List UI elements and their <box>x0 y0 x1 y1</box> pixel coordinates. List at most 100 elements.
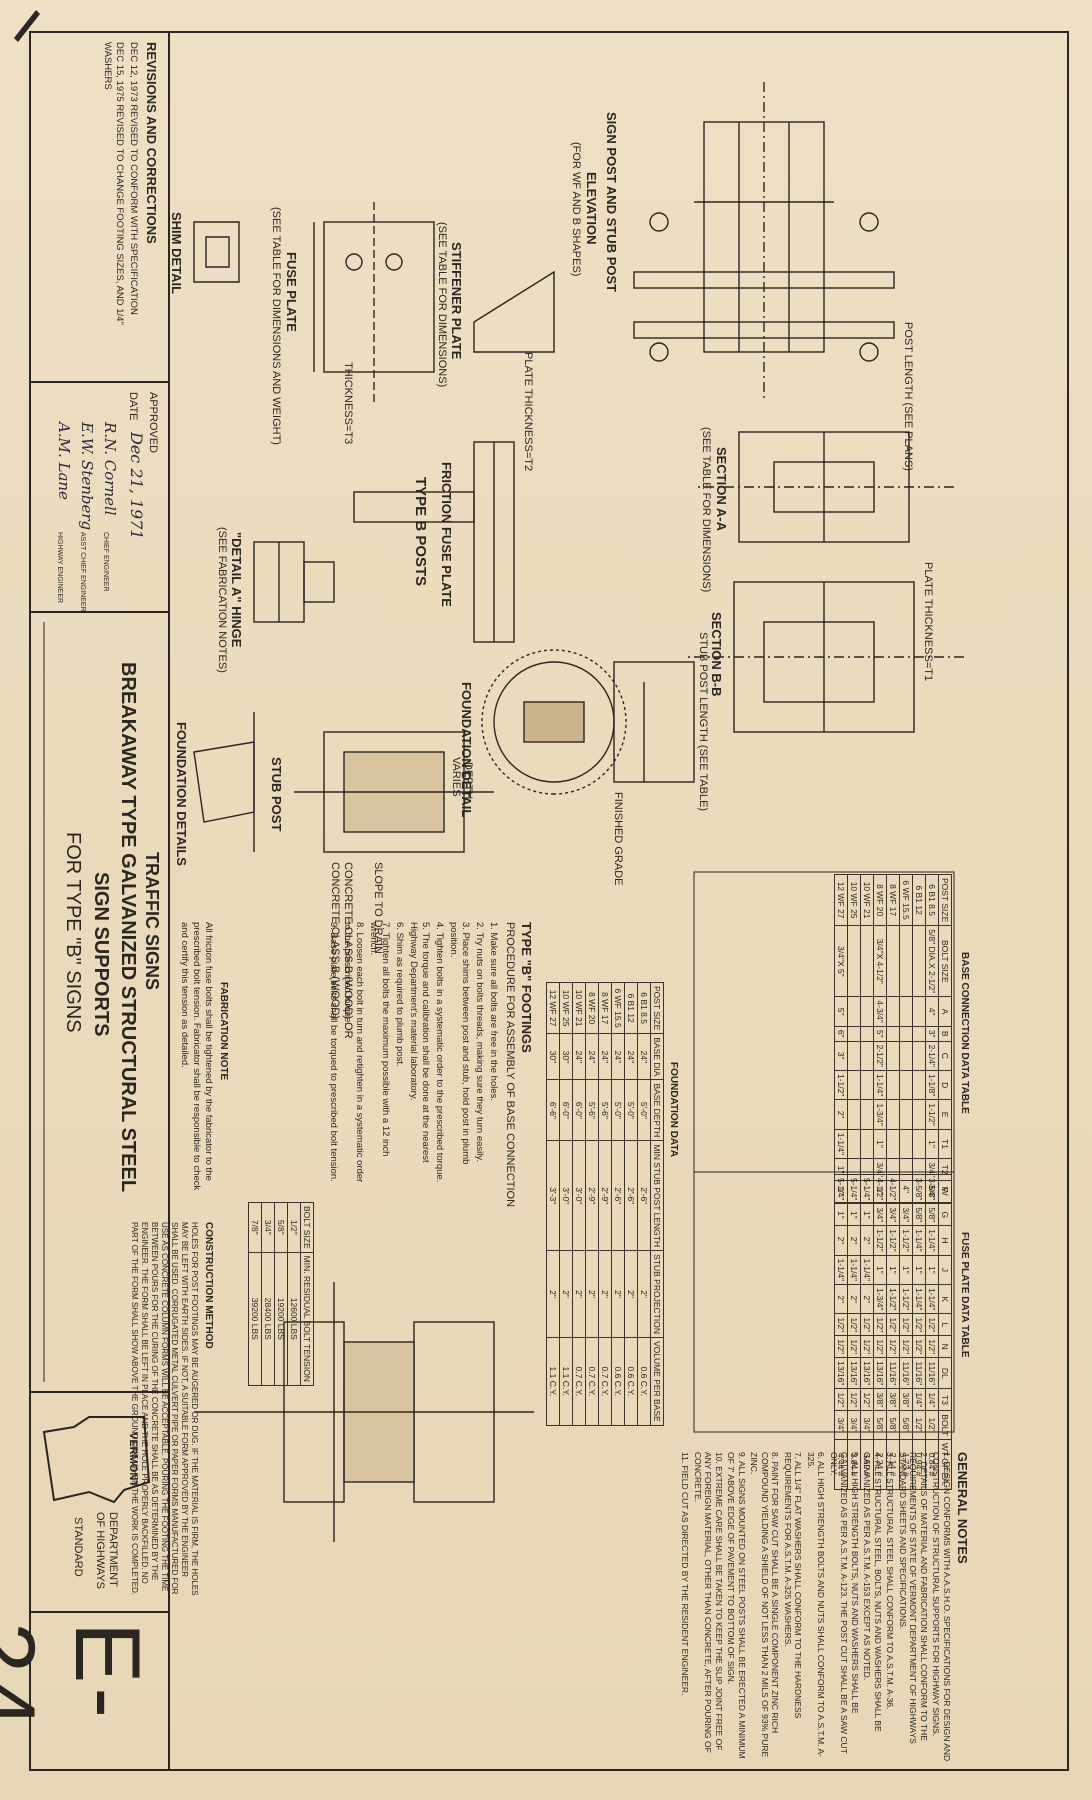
shim-detail-title: SHIM DETAIL <box>169 212 184 295</box>
fuse-table-cell: 1/2" <box>834 1313 848 1336</box>
foundation-table-cell: 24" <box>611 1033 625 1080</box>
footings-title: TYPE "B" FOOTINGS <box>519 922 534 1053</box>
base-table-cell <box>899 1041 913 1071</box>
fuse-table-cell: 13/16" <box>873 1357 887 1389</box>
fuse-table-cell: 1/2" <box>925 1335 939 1358</box>
base-table-cell <box>847 1026 861 1042</box>
fuse-table-cell: 1/2" <box>899 1313 913 1336</box>
base-table-title: BASE CONNECTION DATA TABLE <box>959 952 970 1114</box>
base-table-row: 10 WF 25 <box>847 874 861 1203</box>
fuse-table-cell: 1/2" <box>873 1335 887 1358</box>
fuse-table-cell: 3/8" <box>873 1388 887 1411</box>
bolt-table-header-cell: MIN. RESIDUAL BOLT TENSION <box>300 1252 314 1386</box>
base-table-cell <box>899 996 913 1027</box>
fuse-table-cell: 1/4" <box>912 1388 926 1411</box>
fuse-table-cell: 1/2" <box>912 1313 926 1336</box>
foundation-table-cell: 8 WF 20 <box>585 982 599 1034</box>
base-table-cell: 3/4"X 5" <box>834 925 848 997</box>
date-label: DATE <box>127 392 139 421</box>
base-table-cell: 5" <box>873 1026 887 1042</box>
base-table-cell <box>886 1026 900 1042</box>
fuse-table-cell: 1/2" <box>847 1335 861 1358</box>
foundation-table-cell: 3'-3" <box>546 1140 560 1251</box>
fuse-table-cell: 1/2" <box>912 1410 926 1440</box>
base-table-cell <box>847 1070 861 1100</box>
foundation-table-cell: 0.7 C.Y. <box>572 1337 586 1426</box>
stub-post-title: STUB POST <box>269 757 284 832</box>
base-table-cell: 8 WF 20 <box>873 874 887 926</box>
foundation-table-cell: 2" <box>585 1250 599 1338</box>
foundation-table-cell: 6 WF 15.5 <box>611 982 625 1034</box>
thickness-t3-label: THICKNESS=T3 <box>342 362 354 445</box>
revision-entries: DEC 12, 1973 REVISED TO CONFORM WITH SPE… <box>99 42 139 372</box>
general-note: 7. ALL 1/4" FLAT WASHERS SHALL CONFORM T… <box>783 1452 804 1719</box>
foundation-table-cell: 2'-9" <box>598 1140 612 1251</box>
base-table-cell <box>912 1070 926 1100</box>
footing-step: 6. Shim as required to plumb post. <box>394 922 405 1067</box>
base-table-cell: 6" <box>834 1026 848 1042</box>
fuse-table-cell: 5-1/4" <box>847 1174 861 1204</box>
fuse-table-cell: 1/2" <box>847 1388 861 1411</box>
foundation-table-header-cell: VOLUME PER BASE <box>650 1337 664 1426</box>
agency-standard: STANDARD <box>72 1517 84 1577</box>
fuse-table-cell: 1-1/2" <box>873 1225 887 1256</box>
base-table-cell: 2" <box>834 1099 848 1130</box>
base-table-row: 8 WF 17 <box>886 874 900 1203</box>
base-table-cell: 1" <box>925 1129 939 1159</box>
fuse-table-cell: 2" <box>860 1225 874 1256</box>
foundation-table-cell: 0.6 C.Y. <box>611 1337 625 1426</box>
fuse-table-header-cell: N <box>938 1335 952 1358</box>
stiffener-plate-subtitle: (SEE TABLE FOR DIMENSIONS) <box>436 222 448 388</box>
foundation-table-cell: 2" <box>624 1250 638 1338</box>
fuse-table-cell: 5-1/4" <box>860 1174 874 1204</box>
general-note: 4. ALL STRUCTURAL STEEL, BOLTS, NUTS AND… <box>862 1452 884 1732</box>
bolt-table-row: 3/4"28400 LBS <box>261 1202 275 1386</box>
fuse-table-cell: 1" <box>899 1255 913 1285</box>
fuse-table-cell: 11/16" <box>886 1357 900 1389</box>
foundation-table-header-cell: BASE DIA <box>650 1033 664 1080</box>
fuse-table-cell: 1-1/2" <box>886 1284 900 1314</box>
base-table-cell: 3" <box>925 1026 939 1042</box>
base-table-cell <box>860 1026 874 1042</box>
fuse-table-cell: 3-5/8" <box>925 1174 939 1204</box>
fuse-table-cell: 1" <box>860 1203 874 1226</box>
base-table-header-cell: BOLT SIZE <box>938 925 952 997</box>
base-table-header-cell: T1 <box>938 1129 952 1159</box>
fuse-table-cell: 5/8" <box>886 1410 900 1440</box>
base-table-cell: 1-1/2" <box>834 1070 848 1100</box>
fuse-table-cell: 2" <box>847 1225 861 1256</box>
foundation-table-cell: 8 WF 17 <box>598 982 612 1034</box>
fuse-table-cell: 3/4" <box>860 1410 874 1440</box>
general-note: 10. EXTREME CARE SHALL BE TAKEN TO KEEP … <box>693 1452 724 1753</box>
base-table-row: 10 WF 21 <box>860 874 874 1203</box>
foundation-table-header-cell: STUB PROJECTION <box>650 1250 664 1338</box>
fuse-plate-subtitle: (SEE TABLE FOR DIMENSIONS AND WEIGHT) <box>270 207 282 445</box>
rotated-drawing: SIGN POST AND STUB POST ELEVATION (FOR W… <box>0 22 1074 1780</box>
fuse-table-cell: 3-5/8" <box>912 1174 926 1204</box>
drawing-linework <box>29 31 1069 1771</box>
base-table-cell <box>912 1041 926 1071</box>
fuse-table-cell: 1" <box>873 1255 887 1285</box>
foundation-table-cell: 10 WF 21 <box>572 982 586 1034</box>
hinge-detail-subtitle: (SEE FABRICATION NOTES) <box>216 527 228 673</box>
base-table-cell <box>860 1099 874 1130</box>
foundation-table-cell: 3'-0" <box>572 1140 586 1251</box>
base-table-cell <box>886 1070 900 1100</box>
foundation-table-cell: 30" <box>559 1033 573 1080</box>
fuse-table-cell: 1/2" <box>899 1335 913 1358</box>
footings-subtitle: PROCEDURE FOR ASSEMBLY OF BASE CONNECTIO… <box>504 922 516 1208</box>
fuse-table-cell: 1/2" <box>886 1313 900 1336</box>
base-table-cell <box>860 1070 874 1100</box>
base-table-cell <box>847 925 861 997</box>
foundation-table-cell: 5'-0" <box>624 1079 638 1141</box>
base-table-cell <box>886 1129 900 1159</box>
fuse-table-cell: 1-1/4" <box>834 1255 848 1285</box>
bolt-table-cell: 39200 LBS <box>248 1252 262 1386</box>
general-note: 5. ALL HIGH STRENGTH BOLTS, NUTS AND WAS… <box>829 1452 860 1754</box>
base-table-cell <box>912 1099 926 1130</box>
foundation-table-cell: 24" <box>637 1033 651 1080</box>
base-table-cell: 5" <box>834 996 848 1027</box>
